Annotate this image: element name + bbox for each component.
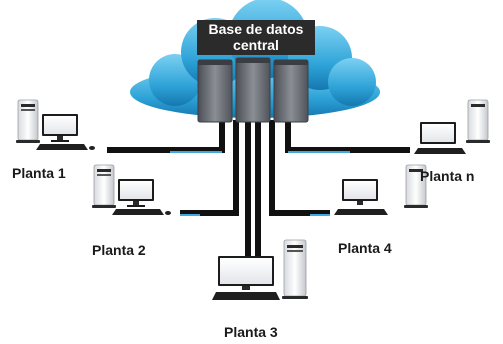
cable-planta-2 (180, 120, 239, 216)
label-planta-1: Planta 1 (12, 165, 66, 181)
label-planta-3: Planta 3 (224, 324, 278, 340)
workstation-planta-3 (212, 239, 308, 300)
central-database-label-line2: central (233, 37, 279, 53)
server-icon (197, 57, 309, 123)
cable-planta-4 (269, 120, 330, 216)
cable-accents (170, 151, 350, 216)
cables (107, 120, 410, 265)
central-database-label: Base de datos central (197, 20, 315, 55)
workstation-planta-2 (91, 164, 172, 216)
workstation-planta-1 (15, 99, 96, 151)
cable-planta-1 (107, 120, 225, 153)
central-database-label-line1: Base de datos (208, 21, 304, 37)
label-planta-n: Planta n (420, 168, 475, 184)
cable-planta-n (285, 120, 410, 153)
workstation-planta-4 (334, 164, 428, 215)
workstation-planta-n (414, 99, 490, 154)
label-planta-4: Planta 4 (338, 240, 392, 256)
label-planta-2: Planta 2 (92, 242, 146, 258)
